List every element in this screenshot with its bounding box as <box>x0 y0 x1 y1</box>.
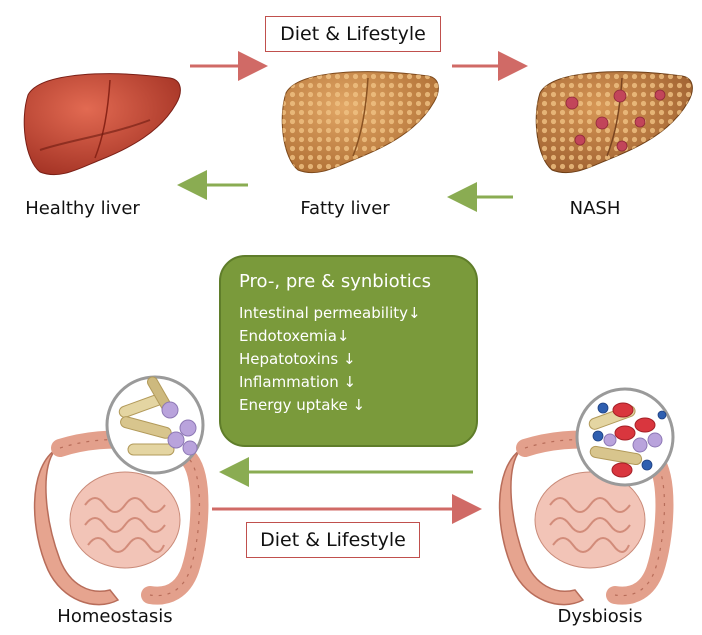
fatty-liver-image <box>281 71 439 174</box>
effect-item: Endotoxemia↓ <box>239 327 350 345</box>
fatty-liver-label: Fatty liver <box>300 198 390 219</box>
probiotics-title: Pro-, pre & synbiotics <box>239 271 432 292</box>
homeostasis-label: Homeostasis <box>57 606 173 627</box>
nash-label: NASH <box>569 198 621 219</box>
nash-liver-image <box>535 71 693 174</box>
probiotics-effects-box: Pro-, pre & synbiotics Intestinal permea… <box>219 255 478 447</box>
dysbiosis-intestine-image <box>498 387 675 606</box>
dysbiosis-label: Dysbiosis <box>557 606 643 627</box>
effect-item: Inflammation ↓ <box>239 373 357 391</box>
effect-item: Hepatotoxins ↓ <box>239 350 356 368</box>
effect-item: Energy uptake ↓ <box>239 396 366 414</box>
effect-item: Intestinal permeability↓ <box>239 304 421 322</box>
top-diet-lifestyle-label: Diet & Lifestyle <box>265 16 441 52</box>
bottom-diet-lifestyle-label: Diet & Lifestyle <box>246 522 420 558</box>
healthy-liver-label: Healthy liver <box>25 198 140 219</box>
healthy-intestine-image <box>33 375 209 606</box>
healthy-liver-image <box>23 73 181 176</box>
